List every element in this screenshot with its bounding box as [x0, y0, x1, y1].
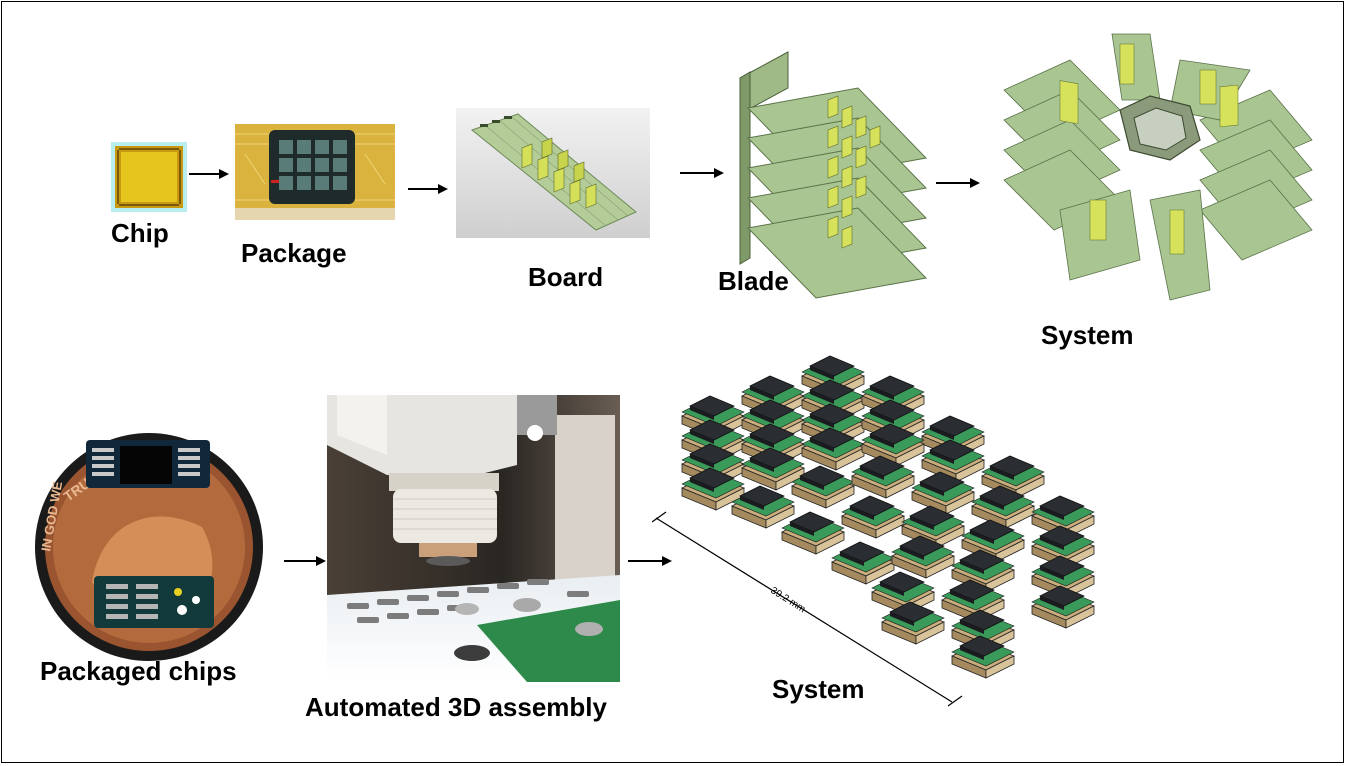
system-top-label: System: [1041, 320, 1134, 350]
package-image: [235, 124, 395, 220]
arrow-right-icon: [936, 178, 980, 188]
assembly-photo-image: [327, 395, 620, 682]
packaged-chips-coin-image: TRUST IN GOD WE: [35, 433, 263, 661]
packaged-chips-label: Packaged chips: [40, 656, 237, 686]
dimension-label: 39.2 mm: [768, 585, 807, 615]
arrow-right-icon: [189, 169, 229, 179]
package-label: Package: [241, 238, 347, 268]
board-label: Board: [528, 262, 604, 292]
arrow-right-icon: [680, 168, 724, 178]
arrow-right-icon: [628, 556, 672, 566]
blade-image: [739, 51, 928, 299]
chip-image: [111, 142, 187, 212]
chip-label: Chip: [111, 218, 169, 248]
system-rack-image: [1003, 33, 1313, 301]
assembly-label: Automated 3D assembly: [305, 692, 607, 722]
module-stack-system-image: 39.2 mm: [652, 355, 1095, 707]
system-bottom-label: System: [772, 674, 865, 704]
blade-label: Blade: [718, 266, 789, 296]
board-image: [456, 108, 650, 238]
arrow-right-icon: [408, 184, 448, 194]
arrow-right-icon: [284, 556, 326, 566]
